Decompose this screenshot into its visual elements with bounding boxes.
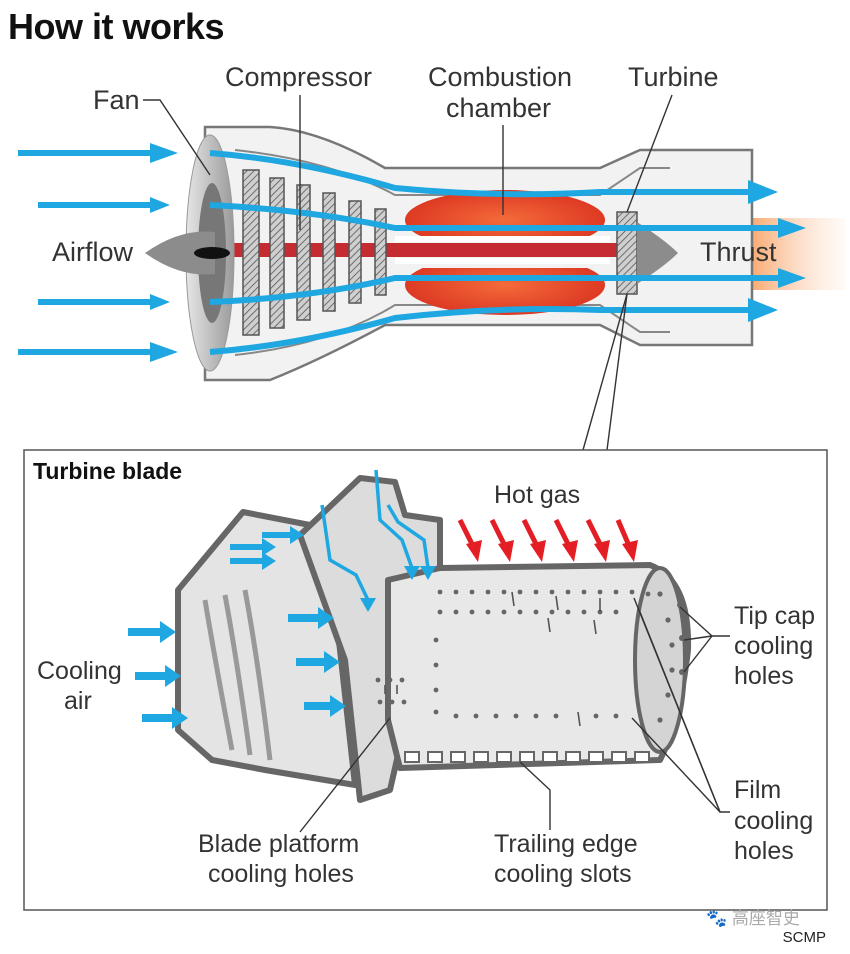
combustion-chamber-top <box>405 190 605 250</box>
label-tip-cap-1: Tip cap <box>734 602 816 630</box>
blade-root <box>175 509 358 788</box>
page-title: How it works <box>8 6 225 47</box>
label-film-1: Film <box>734 776 782 804</box>
label-platform-2: cooling holes <box>208 860 354 888</box>
label-hot-gas: Hot gas <box>494 481 581 509</box>
label-turbine: Turbine <box>628 62 719 92</box>
detail-box <box>23 449 828 911</box>
label-cooling-air-1: Cooling <box>37 657 122 685</box>
label-platform-1: Blade platform <box>198 830 360 858</box>
platform-holes <box>375 677 407 705</box>
label-film-3: holes <box>734 837 794 865</box>
label-trailing-2: cooling slots <box>494 860 632 888</box>
label-trailing-1: Trailing edge <box>494 830 638 858</box>
tip-cap-holes <box>657 591 685 723</box>
label-combustion-1: Combustion <box>428 62 573 92</box>
film-cooling-holes <box>433 589 651 719</box>
nose-cone <box>145 231 215 275</box>
turbine-stage <box>616 211 638 295</box>
label-thrust: Thrust <box>700 237 777 267</box>
compressor-stages <box>242 169 387 336</box>
cooling-air-arrows <box>128 526 346 729</box>
label-fan: Fan <box>93 85 140 115</box>
combustion-chamber-bottom <box>405 255 605 315</box>
detail-box-title: Turbine blade <box>33 458 183 484</box>
credit-label: SCMP <box>782 929 826 946</box>
label-compressor: Compressor <box>225 62 373 92</box>
airflow-arrows <box>18 150 790 355</box>
label-airflow: Airflow <box>52 237 134 267</box>
label-film-2: cooling <box>734 807 814 835</box>
core-shaft <box>210 243 630 257</box>
label-tip-cap-2: cooling <box>734 632 814 660</box>
label-cooling-air-2: air <box>64 687 92 715</box>
label-tip-cap-3: holes <box>734 662 794 690</box>
watermark: 🐾 高座智史 <box>706 909 800 928</box>
label-combustion-2: chamber <box>446 93 552 123</box>
trailing-edge-slots <box>404 751 650 763</box>
